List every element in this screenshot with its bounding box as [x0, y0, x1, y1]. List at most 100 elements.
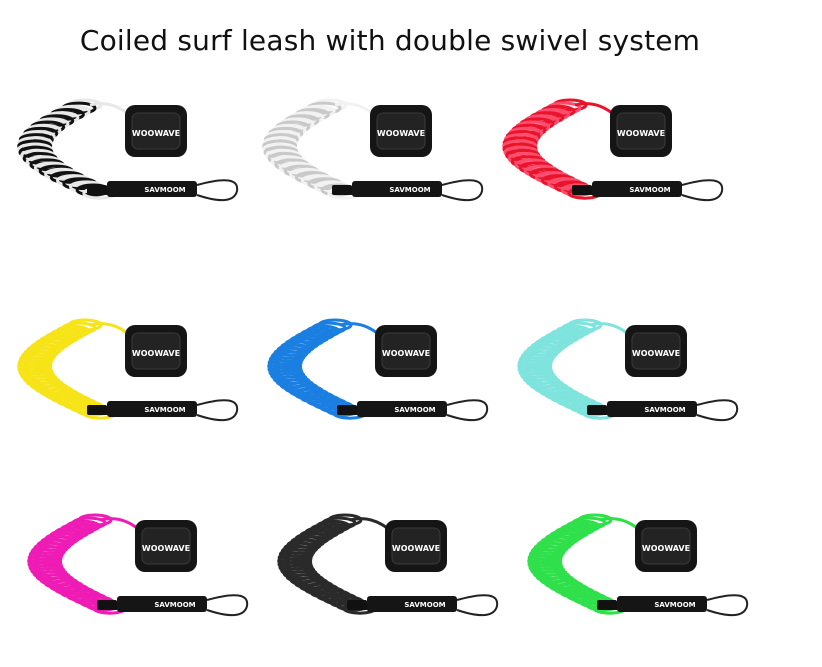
- rail-saver-strap: [607, 401, 697, 417]
- swivel-joint: [587, 405, 607, 415]
- ankle-cuff-pad: [131, 112, 181, 150]
- coil-top-cord: [99, 517, 138, 530]
- rail-saver: SAVMOOM: [367, 596, 457, 612]
- leash-product-image: WOOWAVE SAVMOOM: [275, 510, 525, 660]
- rail-brand-label: SAVMOOM: [394, 406, 435, 414]
- string-loop: [441, 179, 484, 202]
- string-loop: [456, 594, 499, 617]
- rail-saver-strap: [117, 596, 207, 612]
- coil-cord: [277, 513, 378, 615]
- ankle-cuff-pad: [641, 527, 691, 565]
- rail-saver: SAVMOOM: [107, 401, 197, 417]
- leash-illustration: WOOWAVE SAVMOOM: [502, 98, 724, 202]
- rail-saver: SAVMOOM: [607, 401, 697, 417]
- rail-saver-strap: [107, 401, 197, 417]
- rail-brand-label: SAVMOOM: [654, 601, 695, 609]
- swivel-joint: [332, 185, 352, 195]
- coil-top-cord: [89, 102, 128, 115]
- ankle-cuff-pad: [381, 332, 431, 370]
- rail-brand-label: SAVMOOM: [644, 406, 685, 414]
- cuff-brand-label: WOOWAVE: [392, 544, 440, 553]
- leash-illustration: WOOWAVE SAVMOOM: [277, 513, 499, 617]
- leash-product-image: WOOWAVE SAVMOOM: [15, 95, 265, 245]
- rail-saver: SAVMOOM: [117, 596, 207, 612]
- ankle-cuff: WOOWAVE: [625, 325, 687, 377]
- swivel-joint: [347, 600, 367, 610]
- cuff-brand-label: WOOWAVE: [382, 349, 430, 358]
- coil-cord: [17, 98, 118, 200]
- rail-saver-strap: [107, 181, 197, 197]
- ankle-cuff: WOOWAVE: [610, 105, 672, 157]
- coil-cord: [267, 318, 368, 420]
- cuff-brand-label: WOOWAVE: [617, 129, 665, 138]
- string-loop: [681, 179, 724, 202]
- leash-product-image: WOOWAVE SAVMOOM: [25, 510, 275, 660]
- string-loop: [706, 594, 749, 617]
- cuff-brand-label: WOOWAVE: [132, 129, 180, 138]
- coil-top-cord: [334, 102, 373, 115]
- leash-product-image: WOOWAVE SAVMOOM: [265, 315, 515, 465]
- rail-saver: SAVMOOM: [592, 181, 682, 197]
- rail-saver: SAVMOOM: [617, 596, 707, 612]
- coil-top-cord: [589, 322, 628, 335]
- coil-top-cord: [339, 322, 378, 335]
- ankle-cuff: WOOWAVE: [385, 520, 447, 572]
- leash-illustration: WOOWAVE SAVMOOM: [17, 98, 239, 202]
- ankle-cuff: WOOWAVE: [635, 520, 697, 572]
- rail-saver-strap: [357, 401, 447, 417]
- leash-illustration: WOOWAVE SAVMOOM: [517, 318, 739, 422]
- ankle-cuff: WOOWAVE: [125, 105, 187, 157]
- leash-illustration: WOOWAVE SAVMOOM: [27, 513, 249, 617]
- string-loop: [196, 179, 239, 202]
- leash-product-image: WOOWAVE SAVMOOM: [500, 95, 750, 245]
- coil-top-cord: [599, 517, 638, 530]
- rail-saver-strap: [617, 596, 707, 612]
- leash-product-image: WOOWAVE SAVMOOM: [260, 95, 510, 245]
- swivel-joint: [87, 185, 107, 195]
- coil-top-cord: [574, 102, 613, 115]
- rail-saver-strap: [352, 181, 442, 197]
- rail-saver: SAVMOOM: [357, 401, 447, 417]
- ankle-cuff-pad: [631, 332, 681, 370]
- ankle-cuff: WOOWAVE: [375, 325, 437, 377]
- rail-brand-label: SAVMOOM: [404, 601, 445, 609]
- coil-cord: [27, 513, 128, 615]
- ankle-cuff-pad: [391, 527, 441, 565]
- ankle-cuff-pad: [131, 332, 181, 370]
- ankle-cuff-pad: [141, 527, 191, 565]
- rail-saver: SAVMOOM: [107, 181, 197, 197]
- string-loop: [446, 399, 489, 422]
- rail-brand-label: SAVMOOM: [389, 186, 430, 194]
- rail-brand-label: SAVMOOM: [144, 186, 185, 194]
- ankle-cuff: WOOWAVE: [370, 105, 432, 157]
- rail-saver-strap: [592, 181, 682, 197]
- coil-top-cord: [89, 322, 128, 335]
- leash-illustration: WOOWAVE SAVMOOM: [267, 318, 489, 422]
- string-loop: [696, 399, 739, 422]
- ankle-cuff: WOOWAVE: [135, 520, 197, 572]
- leash-illustration: WOOWAVE SAVMOOM: [262, 98, 484, 202]
- leash-illustration: WOOWAVE SAVMOOM: [17, 318, 239, 422]
- string-loop: [196, 399, 239, 422]
- swivel-joint: [572, 185, 592, 195]
- leash-product-image: WOOWAVE SAVMOOM: [525, 510, 775, 660]
- cuff-brand-label: WOOWAVE: [642, 544, 690, 553]
- coil-cord: [527, 513, 628, 615]
- cuff-brand-label: WOOWAVE: [142, 544, 190, 553]
- swivel-joint: [337, 405, 357, 415]
- coil-cord: [262, 98, 363, 200]
- rail-brand-label: SAVMOOM: [629, 186, 670, 194]
- leash-product-image: WOOWAVE SAVMOOM: [515, 315, 765, 465]
- swivel-joint: [87, 405, 107, 415]
- coil-cord: [517, 318, 618, 420]
- coil-top-cord: [349, 517, 388, 530]
- rail-saver: SAVMOOM: [352, 181, 442, 197]
- string-loop: [206, 594, 249, 617]
- ankle-cuff-pad: [376, 112, 426, 150]
- ankle-cuff: WOOWAVE: [125, 325, 187, 377]
- coil-cord: [17, 318, 118, 420]
- cuff-brand-label: WOOWAVE: [132, 349, 180, 358]
- coil-cord: [502, 98, 603, 200]
- swivel-joint: [97, 600, 117, 610]
- cuff-brand-label: WOOWAVE: [377, 129, 425, 138]
